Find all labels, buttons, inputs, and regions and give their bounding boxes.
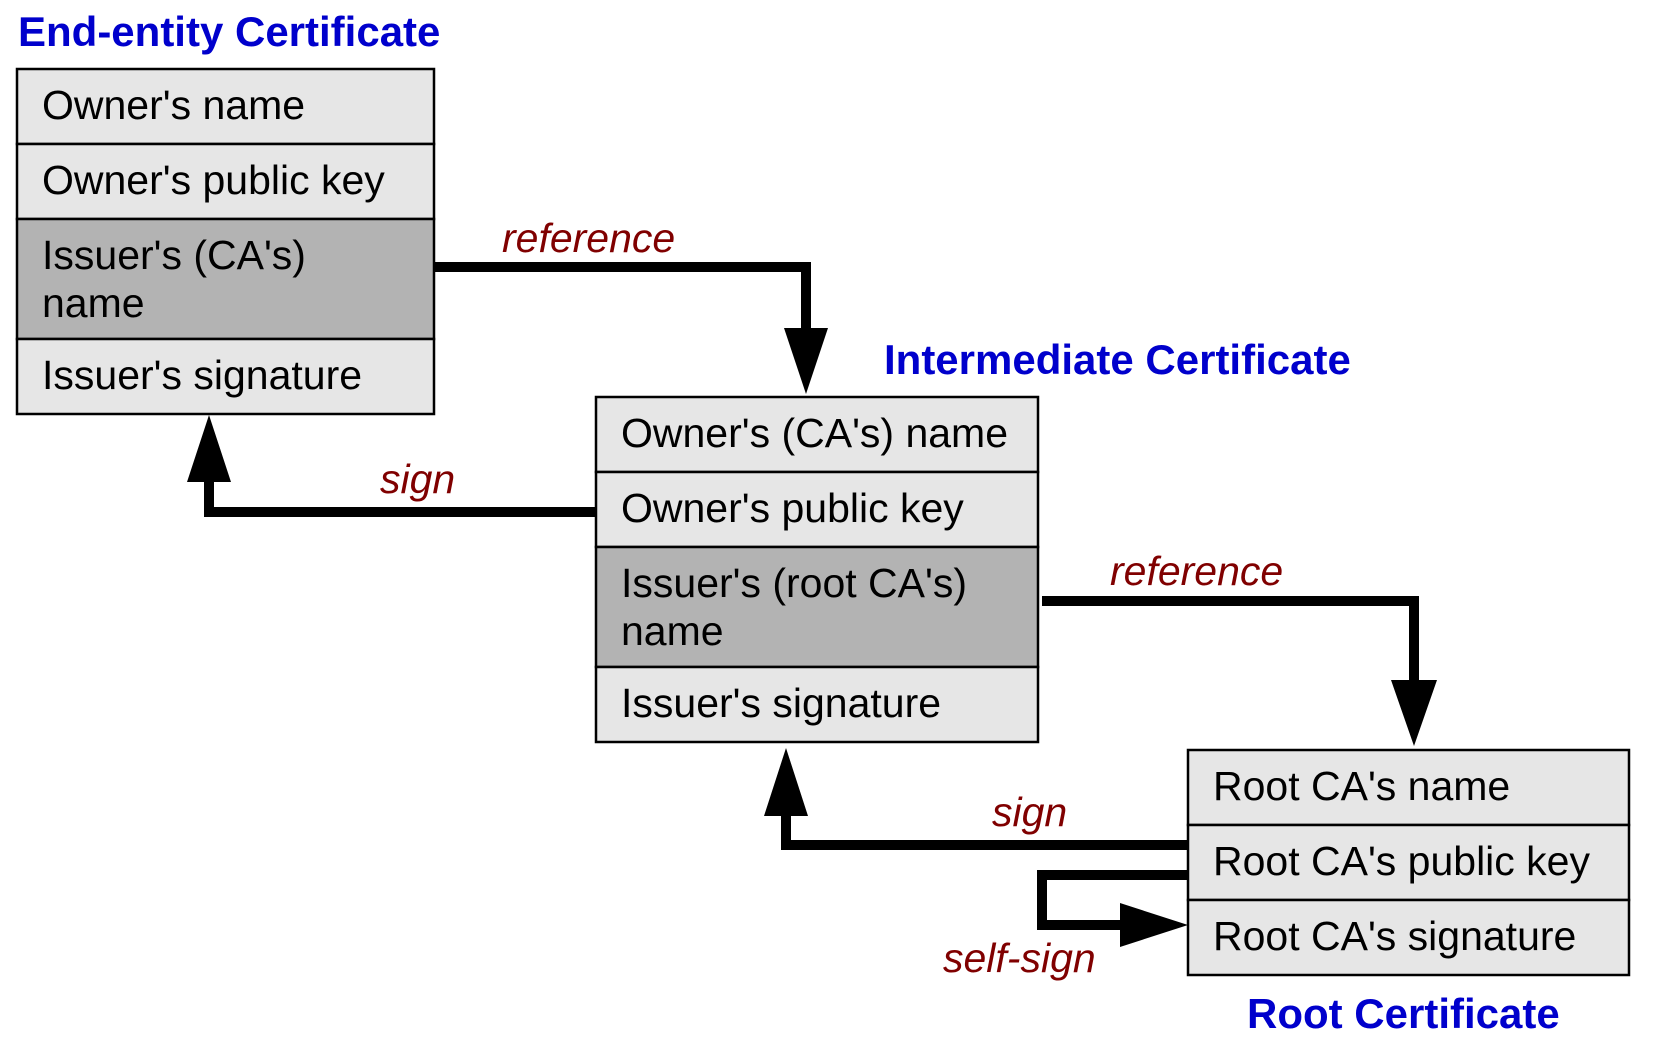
arrow-icon <box>764 748 808 816</box>
sign-line-1 <box>204 468 596 517</box>
arrow-icon <box>1120 903 1188 947</box>
arrow-icon <box>187 415 231 482</box>
end-entity-field-2-box <box>15 142 436 221</box>
sign-line-2 <box>781 803 1188 850</box>
end-entity-field-1-box <box>15 67 436 146</box>
end-entity-field-1: Owner's name <box>42 82 305 128</box>
intermediate-title: Intermediate Certificate <box>884 336 1351 383</box>
intermediate-field-4: Issuer's signature <box>621 680 941 726</box>
reference-label-1: reference <box>502 215 675 261</box>
root-field-2-box <box>1186 823 1631 902</box>
end-entity-field-3: Issuer's (CA's)name <box>42 232 306 326</box>
connectors <box>187 262 1437 947</box>
root-title: Root Certificate <box>1247 990 1560 1037</box>
sign-label-2: sign <box>992 789 1067 835</box>
intermediate-field-2: Owner's public key <box>621 485 964 531</box>
arrow-icon <box>1391 680 1437 746</box>
sign-label-1: sign <box>380 456 455 502</box>
intermediate-field-2-box <box>594 470 1040 549</box>
reference-line-1 <box>434 262 811 338</box>
root-field-2: Root CA's public key <box>1213 838 1590 884</box>
intermediate-field-3: Issuer's (root CA's)name <box>621 560 967 654</box>
arrow-icon <box>784 328 828 394</box>
end-entity-field-2: Owner's public key <box>42 157 385 203</box>
intermediate-field-1: Owner's (CA's) name <box>621 410 1008 456</box>
self-sign-line <box>1037 870 1188 930</box>
end-entity-title: End-entity Certificate <box>18 8 440 55</box>
intermediate-field-4-box <box>594 665 1040 744</box>
root-field-1-box <box>1186 748 1631 827</box>
end-entity-field-4-box <box>15 337 436 416</box>
end-entity-field-4: Issuer's signature <box>42 352 362 398</box>
self-sign-label: self-sign <box>943 935 1096 981</box>
reference-label-2: reference <box>1110 548 1283 594</box>
root-field-1: Root CA's name <box>1213 763 1510 809</box>
end-entity-field-3-box <box>15 217 436 341</box>
root-field-3: Root CA's signature <box>1213 913 1576 959</box>
intermediate-field-3-box <box>594 545 1040 669</box>
reference-line-2 <box>1042 596 1419 688</box>
root-field-3-box <box>1186 898 1631 977</box>
